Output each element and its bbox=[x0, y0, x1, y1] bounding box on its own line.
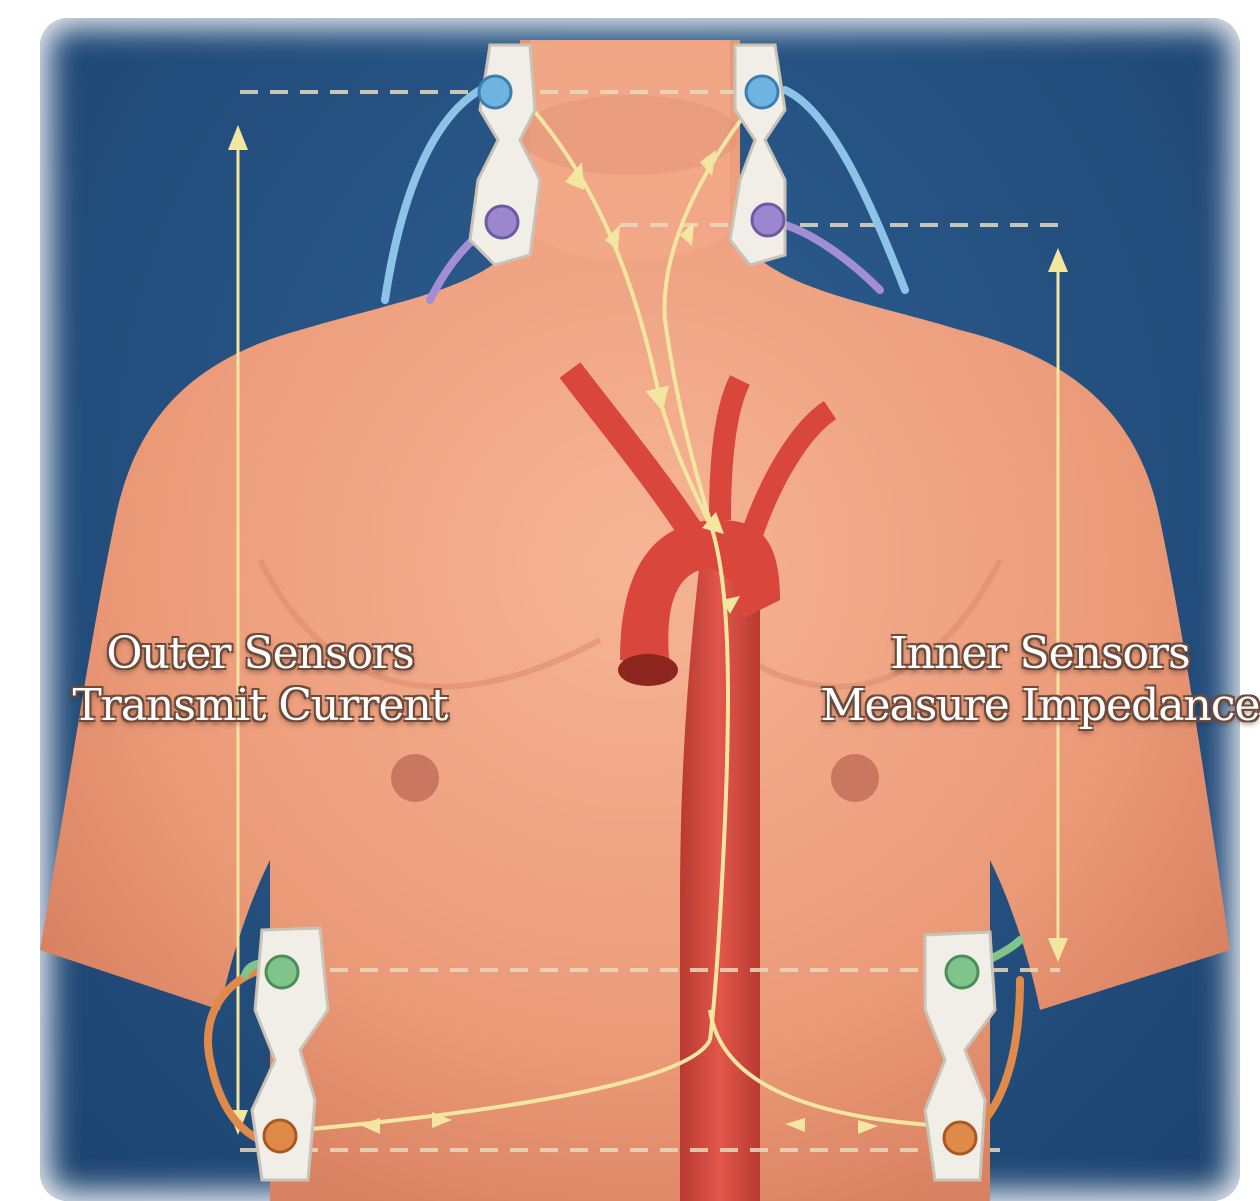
inner-caption-line1: Inner Sensors bbox=[820, 628, 1260, 680]
left-nipple bbox=[391, 754, 439, 802]
outer-caption-line1: Outer Sensors bbox=[60, 628, 460, 680]
inner-caption-line2: Measure Impedance bbox=[820, 680, 1260, 732]
aorta-descending bbox=[680, 560, 760, 1201]
direction-arrow-icon bbox=[1048, 248, 1068, 272]
right-nipple bbox=[831, 754, 879, 802]
outer-caption-line2: Transmit Current bbox=[60, 680, 460, 732]
aortic-root bbox=[618, 654, 678, 686]
outer-sensors-caption: Outer Sensors Transmit Current bbox=[60, 628, 460, 732]
direction-arrow-icon bbox=[228, 125, 248, 150]
inner-sensors-caption: Inner Sensors Measure Impedance bbox=[820, 628, 1260, 732]
